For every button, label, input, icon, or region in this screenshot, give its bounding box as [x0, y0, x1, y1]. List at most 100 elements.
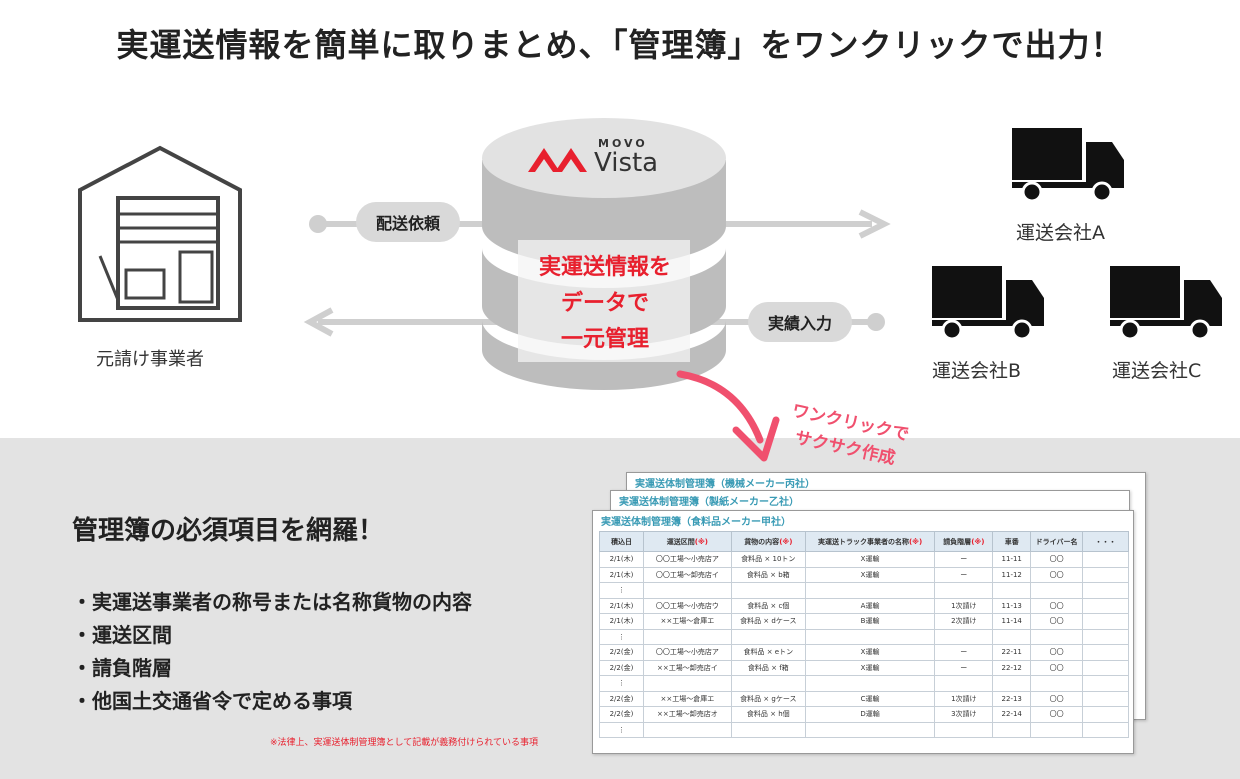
- ledger-table: 積込日運送区間(※)貨物の内容(※)実運送トラック事業者の名称(※)請負階層(※…: [599, 531, 1129, 738]
- table-row: ⋮: [599, 721, 1129, 738]
- table-cell: [1082, 675, 1129, 692]
- table-cell: C運輸: [804, 690, 936, 707]
- table-cell: [992, 721, 1032, 738]
- table-cell: 22-12: [992, 659, 1032, 676]
- one-click-arrow-icon: [676, 370, 780, 462]
- database-text-line: データで: [560, 291, 649, 316]
- table-cell: [804, 675, 936, 692]
- ledger-sheet-title: 実運送体制管理簿（機械メーカー丙社）: [635, 479, 815, 490]
- ledger-header-mark: (※): [908, 537, 923, 546]
- ledger-header-text: 運送区間: [666, 537, 695, 546]
- shipper-label: 元請け事業者: [96, 349, 204, 370]
- table-cell: 〇〇: [1030, 706, 1084, 723]
- table-cell: [804, 721, 936, 738]
- table-cell: 〇〇工場〜小売店ア: [642, 551, 732, 568]
- requirement-item: 運送区間: [72, 619, 472, 652]
- ledger-header-mark: (※): [971, 537, 985, 546]
- table-cell: ××工場〜倉庫エ: [642, 613, 732, 630]
- table-cell: 〇〇: [1030, 597, 1084, 614]
- ledger-header-text: 実運送トラック事業者の名称: [817, 537, 909, 546]
- table-cell: [992, 628, 1032, 645]
- table-row: ⋮: [599, 582, 1129, 599]
- table-cell: 食料品 × b箱: [730, 566, 806, 583]
- ledger-header-cell: ・・・: [1082, 531, 1129, 552]
- table-cell: [934, 628, 994, 645]
- table-cell: 2/1(木): [599, 566, 644, 583]
- table-cell: [1082, 582, 1129, 599]
- table-cell: [804, 628, 936, 645]
- table-cell: 〇〇工場〜卸売店イ: [642, 566, 732, 583]
- table-cell: [1082, 721, 1129, 738]
- table-cell: [1082, 597, 1129, 614]
- table-cell: [1030, 628, 1084, 645]
- ledger-header-text: ・・・: [1095, 537, 1117, 546]
- table-cell: 食料品 × gケース: [730, 690, 806, 707]
- database-text: 実運送情報を データで 一元管理: [520, 250, 690, 358]
- table-cell: 2/2(金): [599, 706, 644, 723]
- requirements-list: 実運送事業者の称号または名称貨物の内容 運送区間 請負階層 他国土交通省令で定め…: [72, 586, 472, 718]
- requirement-item: 実運送事業者の称号または名称貨物の内容: [72, 586, 472, 619]
- table-cell: [934, 675, 994, 692]
- table-cell: [1082, 659, 1129, 676]
- table-cell: [992, 675, 1032, 692]
- table-row: ⋮: [599, 675, 1129, 692]
- ledger-sheet-title: 実運送体制管理簿（食料品メーカー甲社）: [601, 517, 791, 528]
- table-cell: [1082, 628, 1129, 645]
- table-cell: [1082, 551, 1129, 568]
- table-cell: 食料品 × eトン: [730, 644, 806, 661]
- table-cell: 〇〇: [1030, 690, 1084, 707]
- table-cell: X運輸: [804, 551, 936, 568]
- table-cell: 食料品 × c個: [730, 597, 806, 614]
- table-cell: ⋮: [599, 675, 644, 692]
- carrier-b-label: 運送会社B: [932, 360, 1022, 382]
- ledger-header-text: 貨物の内容: [744, 537, 780, 546]
- table-cell: 〇〇: [1030, 613, 1084, 630]
- table-cell: 食料品 × 10トン: [730, 551, 806, 568]
- table-cell: 2/2(金): [599, 644, 644, 661]
- ledger-sheet-front: 実運送体制管理簿（食料品メーカー甲社） 積込日運送区間(※)貨物の内容(※)実運…: [592, 510, 1134, 754]
- table-cell: [1030, 675, 1084, 692]
- table-cell: D運輸: [804, 706, 936, 723]
- ledger-header-text: 積込日: [610, 537, 632, 546]
- truck-icon-a: [1012, 128, 1124, 203]
- requirement-item: 請負階層: [72, 652, 472, 685]
- carrier-a-label: 運送会社A: [1016, 222, 1105, 244]
- ledger-header-text: 請負階層: [943, 537, 972, 546]
- ledger-header-cell: 請負階層(※): [934, 531, 994, 552]
- table-cell: 〇〇: [1030, 551, 1084, 568]
- table-cell: 22-13: [992, 690, 1032, 707]
- ledger-sheet-title: 実運送体制管理簿（製紙メーカー乙社）: [619, 497, 799, 508]
- table-cell: [1082, 690, 1129, 707]
- request-pill: 配送依頼: [356, 202, 460, 242]
- database-text-line: 実運送情報を: [538, 255, 671, 280]
- table-cell: 〇〇: [1030, 644, 1084, 661]
- truck-icon-b: [932, 266, 1044, 341]
- table-cell: [804, 582, 936, 599]
- table-cell: [934, 582, 994, 599]
- table-cell: X運輸: [804, 644, 936, 661]
- table-cell: ー: [934, 566, 994, 583]
- table-cell: 2/1(木): [599, 597, 644, 614]
- table-row: ⋮: [599, 628, 1129, 645]
- table-cell: 2/1(木): [599, 613, 644, 630]
- table-cell: ××工場〜卸売店イ: [642, 659, 732, 676]
- table-cell: [1082, 644, 1129, 661]
- table-cell: 1次請け: [934, 597, 994, 614]
- table-cell: 2/2(金): [599, 690, 644, 707]
- table-cell: [730, 721, 806, 738]
- table-cell: [642, 582, 732, 599]
- panel-title: 管理簿の必須項目を網羅！: [72, 516, 385, 546]
- ledger-header-cell: ドライバー名: [1030, 531, 1084, 552]
- database-text-line: 一元管理: [560, 327, 649, 352]
- table-cell: B運輸: [804, 613, 936, 630]
- table-cell: [730, 628, 806, 645]
- ledger-header-text: 車番: [1004, 537, 1019, 546]
- table-cell: X運輸: [804, 566, 936, 583]
- table-cell: 食料品 × f箱: [730, 659, 806, 676]
- table-cell: ⋮: [599, 582, 644, 599]
- table-cell: ⋮: [599, 628, 644, 645]
- headline: 実運送情報を簡単に取りまとめ、「管理簿」をワンクリックで出力！: [116, 26, 1124, 64]
